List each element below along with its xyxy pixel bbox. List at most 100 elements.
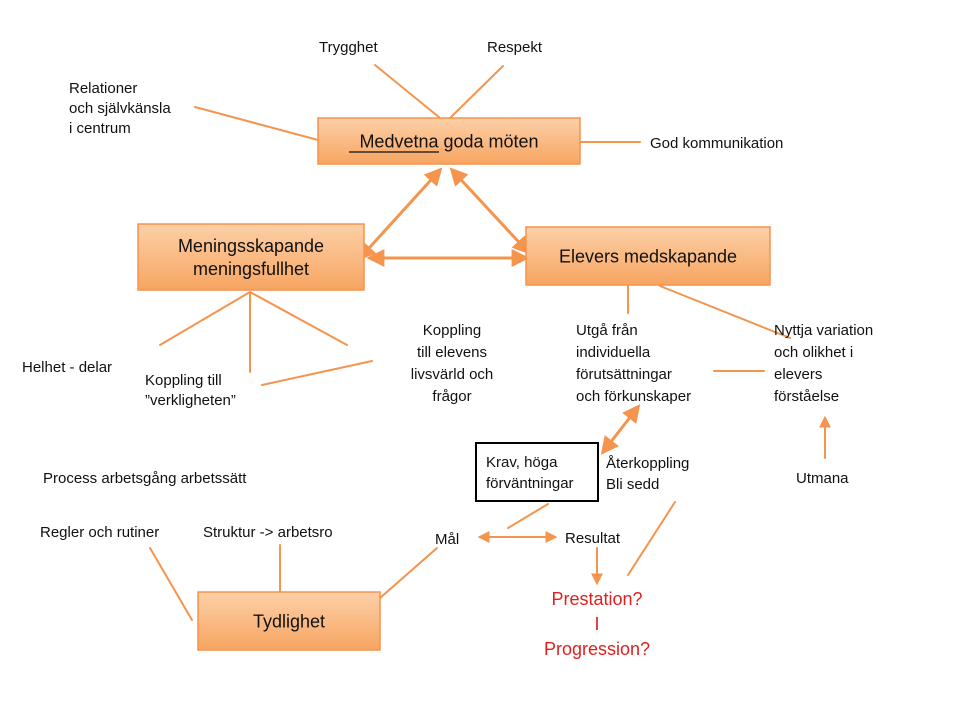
label-utga-fran-line: och förkunskaper [576, 388, 691, 405]
label-prestation-line: Prestation? [551, 589, 642, 609]
box-medvetna-label: Medvetna goda möten [359, 131, 538, 151]
label-trygghet: Trygghet [319, 39, 378, 56]
edge-tydlighet-mal [379, 547, 438, 599]
edge-medvetna-meningsskapande [357, 167, 443, 261]
label-trygghet-text: Trygghet [319, 39, 378, 56]
label-utga-fran-text: Utgå från individuella förutsättningar och … [576, 322, 691, 405]
label-regler: Regler och rutiner [40, 524, 159, 541]
label-relationer-line: Relationer [69, 80, 137, 97]
label-aterkoppling-line: Återkoppling [606, 455, 689, 472]
label-utga-fran-line: förutsättningar [576, 366, 672, 383]
label-nyttja-text: Nyttja variation och olikhet i elevers förs… [774, 322, 873, 405]
label-nyttja: Nyttja variation och olikhet i elevers förs… [774, 322, 873, 405]
edge-helhet [159, 291, 251, 346]
box-krav-line: förväntningar [486, 475, 574, 492]
label-god-kommunikation-text: God kommunikation [650, 135, 783, 152]
label-process: Process arbetsgång arbetssätt [43, 470, 247, 487]
box-krav-line: Krav, höga [486, 454, 558, 471]
label-koppling-verklighet-line: Koppling till [145, 372, 222, 389]
box-medskapande-frame [525, 226, 771, 286]
label-respekt-text: Respekt [487, 39, 543, 56]
edge-koppling-verklighet-2 [249, 291, 348, 346]
edge-tydlighet-regler [149, 547, 193, 621]
label-resultat-text: Resultat [565, 530, 621, 547]
label-relationer: Relationer och självkänsla i centrum [69, 80, 171, 137]
box-medskapande-label: Elevers medskapande [559, 246, 737, 266]
label-nyttja-line: elevers [774, 366, 822, 383]
edge-koppling-verklighet-3 [261, 360, 373, 386]
edge-krav-mal [507, 503, 549, 529]
edge-trygghet [374, 64, 441, 119]
label-helhet: Helhet - delar [22, 359, 112, 376]
edge-relationer [194, 106, 319, 141]
label-relationer-line: och självkänsla [69, 100, 171, 117]
box-medskapande-line: Elevers medskapande [559, 246, 737, 266]
label-utga-fran-line: individuella [576, 344, 651, 361]
label-utga-fran-line: Utgå från [576, 322, 638, 339]
edge-nyttja [659, 285, 791, 339]
box-tydlighet-label: Tydlighet [253, 611, 325, 631]
label-koppling-livsvarld-line: Koppling [423, 322, 481, 339]
label-respekt-line: Respekt [487, 39, 543, 56]
label-struktur-line: Struktur -> arbetsro [203, 524, 333, 541]
edge-aterkoppling [627, 501, 676, 576]
label-respekt: Respekt [487, 39, 543, 56]
label-trygghet-line: Trygghet [319, 39, 378, 56]
edge-krav-utga [600, 404, 641, 455]
label-utmana: Utmana [796, 470, 849, 487]
label-prestation-line: I [594, 614, 599, 634]
label-god-kommunikation-line: God kommunikation [650, 135, 783, 152]
label-mal-text: Mål [435, 531, 459, 548]
label-koppling-livsvarld-line: frågor [432, 388, 471, 405]
label-aterkoppling-line: Bli sedd [606, 476, 659, 493]
label-koppling-livsvarld-line: livsvärld och [411, 366, 494, 383]
label-relationer-text: Relationer och självkänsla i centrum [69, 80, 171, 137]
edge-medvetna-medskapande [449, 167, 531, 255]
label-helhet-line: Helhet - delar [22, 359, 112, 376]
label-resultat-line: Resultat [565, 530, 621, 547]
box-krav-label: Krav, höga förväntningar [486, 454, 574, 492]
label-koppling-verklighet-text: Koppling till ”verkligheten” [145, 372, 236, 409]
label-helhet-text: Helhet - delar [22, 359, 112, 376]
label-mal: Mål [435, 531, 459, 548]
label-mal-line: Mål [435, 531, 459, 548]
label-process-text: Process arbetsgång arbetssätt [43, 470, 247, 487]
label-resultat: Resultat [565, 530, 621, 547]
label-koppling-livsvarld-text: Koppling till elevens livsvärld och frågor [411, 322, 494, 405]
box-medvetna-frame [317, 117, 581, 165]
label-struktur: Struktur -> arbetsro [203, 524, 333, 541]
edge-respekt [449, 65, 504, 119]
label-regler-line: Regler och rutiner [40, 524, 159, 541]
box-medvetna: Medvetna goda möten [317, 117, 581, 165]
box-krav: Krav, höga förväntningar [475, 442, 599, 502]
label-koppling-livsvarld-line: till elevens [417, 344, 487, 361]
label-nyttja-line: förståelse [774, 388, 839, 405]
box-meningsskapande-line: Meningsskapande [178, 236, 324, 256]
box-tydlighet: Tydlighet [197, 591, 381, 651]
box-tydlighet-frame [197, 591, 381, 651]
label-regler-text: Regler och rutiner [40, 524, 159, 541]
connector-lines [149, 64, 831, 621]
box-medvetna-line: Medvetna goda möten [359, 131, 538, 151]
box-meningsskapande-frame [137, 223, 365, 291]
label-nyttja-line: Nyttja variation [774, 322, 873, 339]
label-nyttja-line: och olikhet i [774, 344, 853, 361]
box-tydlighet-line: Tydlighet [253, 611, 325, 631]
label-utga-fran: Utgå från individuella förutsättningar och … [576, 322, 691, 405]
label-utmana-text: Utmana [796, 470, 849, 487]
label-koppling-livsvarld: Koppling till elevens livsvärld och frågor [411, 322, 494, 405]
box-medskapande: Elevers medskapande [525, 226, 771, 286]
label-god-kommunikation: God kommunikation [650, 135, 783, 152]
label-koppling-verklighet-line: ”verkligheten” [145, 392, 236, 409]
label-relationer-line: i centrum [69, 120, 131, 137]
label-utmana-line: Utmana [796, 470, 849, 487]
